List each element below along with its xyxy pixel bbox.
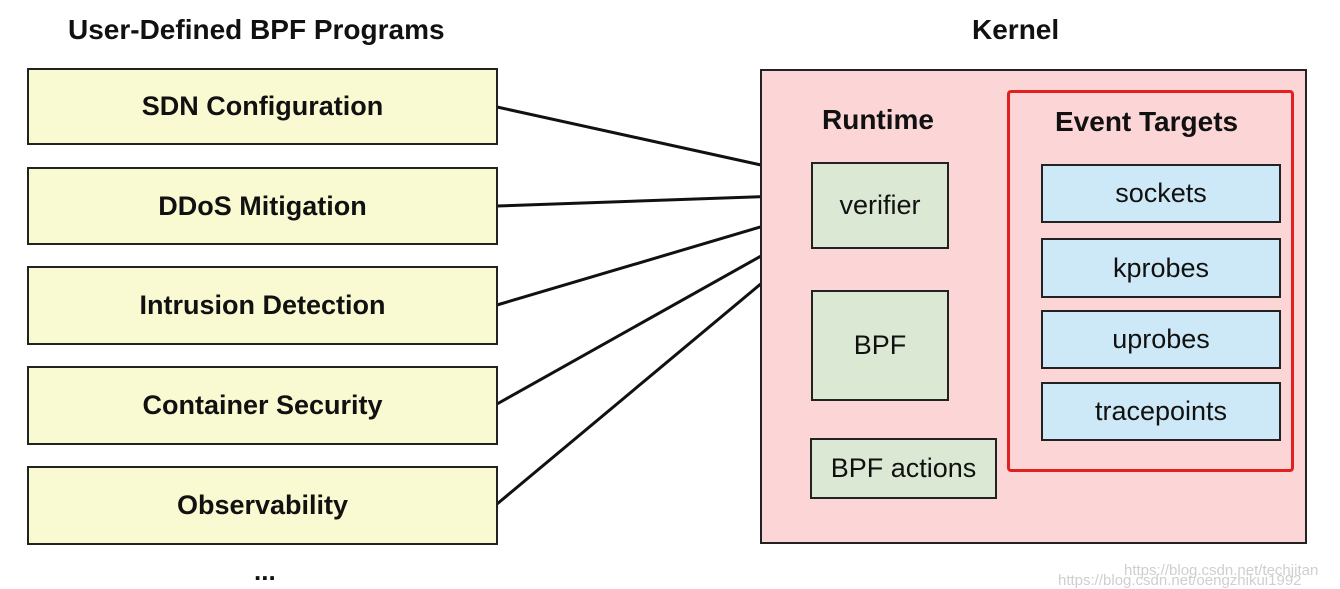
line-intrusion-verifier	[496, 210, 812, 307]
line-container-verifier	[496, 226, 812, 406]
verifier-label: verifier	[839, 190, 921, 220]
line-observability-verifier	[496, 240, 812, 506]
program-box-sdn: SDN Configuration	[27, 68, 498, 145]
bpf-box: BPF	[811, 290, 949, 401]
program-label: DDoS Mitigation	[158, 190, 367, 221]
program-box-intrusion: Intrusion Detection	[27, 266, 498, 345]
left-heading: User-Defined BPF Programs	[68, 14, 445, 45]
event-targets-container	[1007, 90, 1294, 472]
event-box-tracepoints: tracepoints	[1041, 382, 1281, 441]
program-box-container: Container Security	[27, 366, 498, 445]
watermark-1: https://blog.csdn.net/techjitan	[1124, 562, 1319, 579]
program-label: SDN Configuration	[141, 91, 384, 121]
event-targets-heading: Event Targets	[1055, 106, 1239, 137]
bpf-actions-box: BPF actions	[810, 438, 997, 499]
line-sdn-verifier	[496, 105, 812, 178]
event-label: kprobes	[1112, 252, 1210, 283]
program-label: Intrusion Detection	[139, 290, 386, 320]
program-label: Container Security	[142, 390, 383, 420]
line-ddos-verifier	[496, 193, 812, 208]
event-label: tracepoints	[1094, 396, 1228, 426]
program-label: Observability	[176, 490, 349, 520]
kernel-heading: Kernel	[972, 14, 1060, 45]
event-box-uprobes: uprobes	[1041, 310, 1281, 369]
runtime-heading: Runtime	[822, 104, 934, 135]
programs-more-ellipsis: ...	[254, 556, 276, 586]
program-box-ddos: DDoS Mitigation	[27, 167, 498, 245]
program-box-observability: Observability	[27, 466, 498, 545]
event-box-sockets: sockets	[1041, 164, 1281, 223]
bpf-actions-label: BPF actions	[830, 453, 977, 483]
event-label: sockets	[1115, 178, 1207, 208]
event-label: uprobes	[1112, 324, 1210, 354]
verifier-box: verifier	[811, 162, 949, 249]
bpf-label: BPF	[853, 330, 907, 360]
event-box-kprobes: kprobes	[1041, 238, 1281, 298]
watermark-2: https://blog.csdn.net/oengzhikui1992	[1058, 572, 1302, 589]
